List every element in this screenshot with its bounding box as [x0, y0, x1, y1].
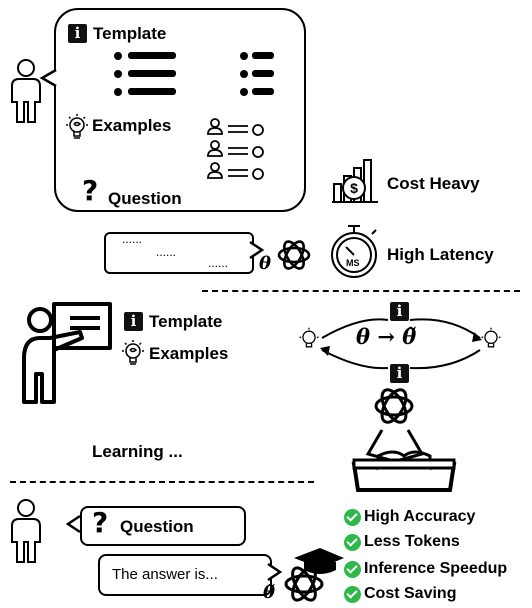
examples-label: Examples	[92, 116, 172, 135]
benefit-item: Cost Saving	[344, 585, 456, 603]
question-mark-icon: ?	[92, 506, 109, 539]
benefit-item: Less Tokens	[344, 533, 460, 551]
lightbulb-brain-icon	[299, 327, 319, 348]
prompt-bubble	[54, 8, 306, 212]
bubble-tail	[39, 68, 57, 88]
studying-model-icon	[351, 388, 457, 492]
bubble-tail	[65, 514, 81, 534]
high-latency-label: High Latency	[387, 245, 494, 264]
bubble-tail	[267, 562, 283, 582]
answer-text: The answer is...	[112, 566, 218, 583]
response-bubble	[104, 232, 254, 274]
lightbulb-brain-icon	[481, 327, 501, 348]
graduated-model-icon	[284, 548, 344, 602]
question-mark-icon: ?	[82, 174, 99, 207]
user-icon	[11, 499, 41, 563]
model-theta-label: θ	[259, 253, 272, 274]
answer-bubble	[98, 554, 272, 596]
cost-chart-icon: $	[332, 159, 378, 203]
lightbulb-brain-icon	[122, 340, 144, 365]
question-label: Question	[120, 517, 194, 536]
user-icon	[11, 59, 41, 123]
svg-text:$: $	[350, 180, 358, 196]
question-bubble	[80, 506, 246, 546]
info-icon: i	[390, 302, 409, 321]
list-icon	[240, 52, 274, 96]
bubble-tail	[249, 240, 265, 260]
check-icon	[344, 560, 361, 578]
check-icon	[344, 508, 361, 526]
check-icon	[344, 585, 361, 603]
theta-update-label: θ → θ̃	[356, 324, 417, 349]
info-icon: i	[390, 364, 409, 383]
benefit-item: Inference Speedup	[344, 560, 507, 578]
stopwatch-icon	[331, 225, 377, 278]
example-rows	[207, 118, 264, 180]
info-icon: i	[68, 24, 87, 43]
question-label: Question	[108, 189, 182, 208]
response-placeholder: ......	[208, 256, 229, 270]
response-placeholder: ......	[156, 245, 177, 259]
stopwatch-unit: MS	[346, 258, 360, 268]
response-placeholder: ......	[122, 232, 143, 246]
template-label: Template	[93, 24, 167, 43]
benefit-item: High Accuracy	[344, 508, 475, 526]
tuned-model-theta-label: θ̃	[263, 582, 276, 603]
lightbulb-brain-icon	[66, 114, 88, 139]
teacher-icon	[22, 302, 112, 404]
llm-logo-icon	[277, 240, 311, 270]
check-icon	[344, 533, 361, 551]
update-cycle-arrows	[320, 318, 482, 370]
section-divider	[10, 481, 314, 483]
section-divider	[202, 290, 520, 292]
info-icon: i	[124, 312, 143, 331]
examples-label: Examples	[149, 344, 229, 363]
cost-heavy-label: Cost Heavy	[387, 174, 480, 193]
template-label: Template	[149, 312, 223, 331]
list-icon	[114, 52, 176, 96]
learning-label: Learning ...	[92, 442, 183, 461]
